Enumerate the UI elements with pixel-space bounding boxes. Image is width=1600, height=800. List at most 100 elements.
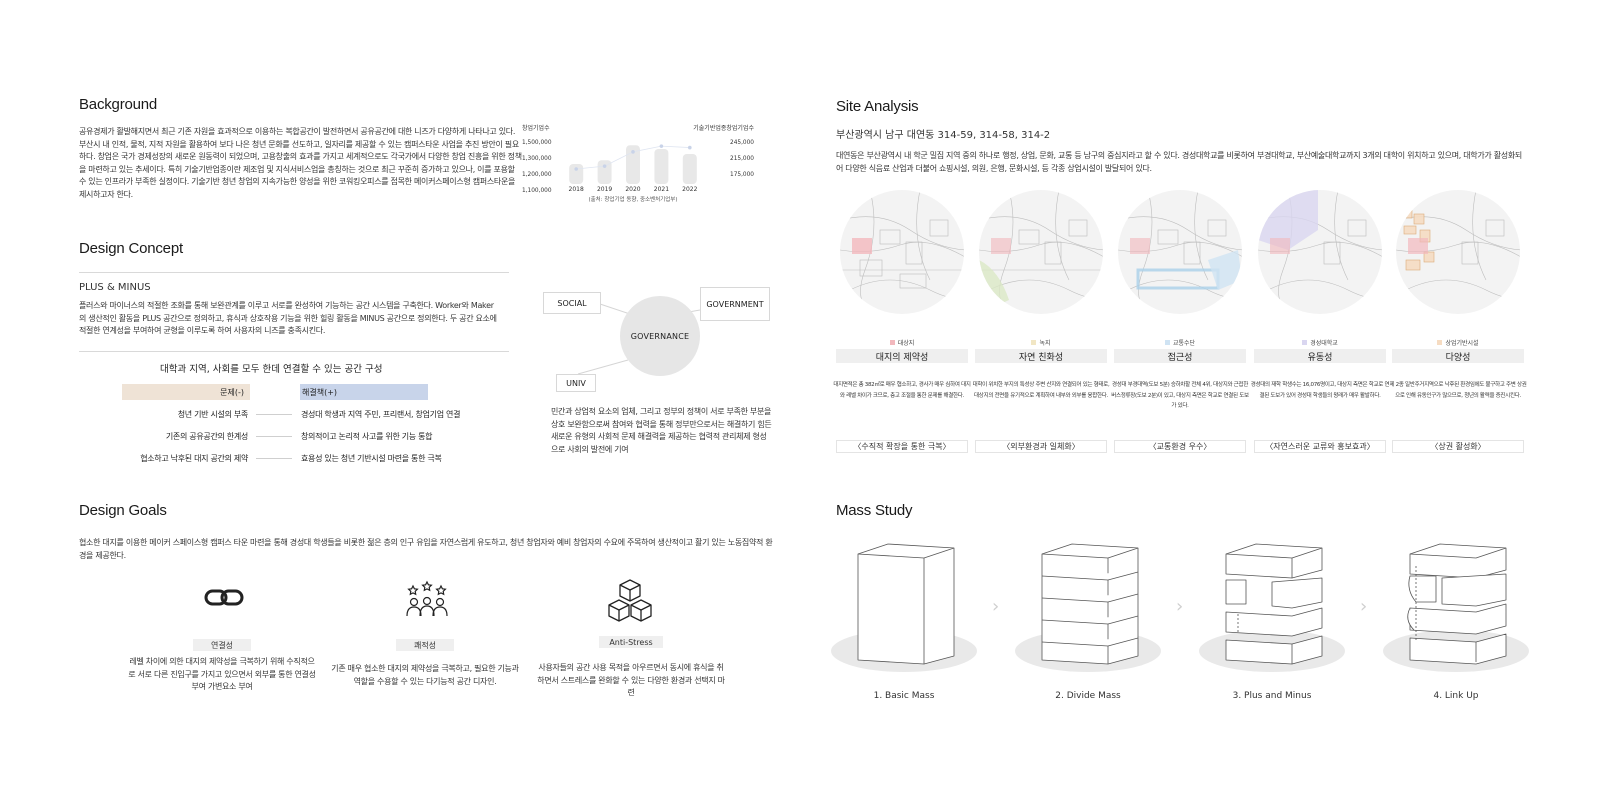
- site-conclusion-3: 〈교통환경 우수〉: [1114, 440, 1246, 453]
- problem-row-1: 청년 기반 시설의 부족: [177, 410, 249, 419]
- solution-header: 해결책(+): [300, 384, 428, 400]
- governance-government-box: GOVERNMENT: [700, 287, 770, 321]
- chart-right-tick: 245,000: [730, 140, 754, 146]
- site-title-bar-5: 다양성: [1392, 349, 1524, 363]
- legend-swatch-4: [1302, 340, 1308, 345]
- site-legend-3: 교통수단: [1118, 338, 1242, 347]
- cubes-icon: [608, 579, 652, 622]
- legend-label-5: 상업기반시설: [1445, 340, 1479, 347]
- mass-model-plusminus: [1225, 543, 1323, 665]
- chart-x-tick: 2018: [569, 186, 584, 193]
- chart-point: [659, 144, 664, 148]
- site-title-bar-4: 유동성: [1254, 349, 1386, 363]
- chevron-right-icon: ›: [992, 596, 1000, 617]
- site-desc-5: 제 2종 일반주거지역으로 낙후된 환경임에도 불구하고 주변 상권으로 인해 …: [1389, 382, 1527, 399]
- site-legend-4: 경성대학교: [1258, 338, 1382, 347]
- chart-source: (출처: 창업기업 동향, 중소벤처기업부): [588, 195, 677, 203]
- startup-chart: 창업기업수 기술기반업종창업기업수 1,500,000 1,300,000 1,200,…: [522, 122, 754, 208]
- site-map-2: [979, 190, 1103, 314]
- site-desc-3: 경성대 부경대역(도보 5분) 승하차할 전체 4위, 대상지와 근접한 버스정…: [1111, 382, 1249, 409]
- site-desc-2: 대학이 위치한 부지의 특성상 주변 산지와 연결되어 있는 형태로, 대상지의…: [972, 382, 1110, 399]
- chart-bar: [682, 154, 697, 184]
- concept-divider-bottom: [79, 351, 509, 352]
- people-stars-icon: [406, 580, 448, 617]
- chart-left-tick: 1,200,000: [522, 172, 552, 178]
- site-conclusion-1: 〈수직적 확장을 통한 극복〉: [836, 440, 968, 453]
- legend-swatch-3: [1164, 340, 1170, 345]
- site-conclusion-4: 〈자연스러운 교류와 홍보효과〉: [1254, 440, 1386, 453]
- site-map-svg-1: [840, 190, 964, 314]
- site-address: 부산광역시 남구 대연동 314-59, 314-58, 314-2: [836, 130, 1051, 141]
- site-title-bar-1: 대지의 제약성: [836, 349, 968, 363]
- chart-left-tick: 1,300,000: [522, 156, 552, 162]
- governance-circle: GOVERNANCE: [620, 296, 700, 376]
- goals-paragraph: 협소한 대지를 이용한 메이커 스페이스형 캠퍼스 타운 마련을 통해 경성대 …: [79, 538, 773, 560]
- legend-swatch-5: [1437, 340, 1443, 345]
- chart-x-tick: 2021: [654, 186, 669, 193]
- legend-swatch-1: [889, 340, 895, 345]
- chart-x-tick: 2022: [682, 186, 697, 193]
- problem-row-2: 기존의 공유공간의 한계성: [165, 432, 248, 441]
- site-title-bar-3: 접근성: [1114, 349, 1246, 363]
- background-paragraph: 공유경제가 활발해지면서 최근 기존 자원을 효과적으로 이용하는 복합공간이 …: [79, 127, 522, 199]
- chart-point: [602, 164, 607, 168]
- solution-row-2: 창의적이고 논리적 사고를 위한 기능 통합: [301, 432, 433, 441]
- site-conclusion-2: 〈외부환경과 일체화〉: [975, 440, 1107, 453]
- site-desc-1: 대지면적은 총 382㎡로 매우 협소하고, 경사가 매우 심하여 대지와 레벨…: [833, 382, 971, 399]
- goal-label-comfort: 쾌적성: [396, 639, 454, 651]
- site-map-svg-5: [1396, 190, 1520, 299]
- chain-link-icon: [204, 589, 244, 606]
- mass-model-linkup: [1407, 543, 1507, 665]
- site-map-1: [840, 190, 964, 314]
- chart-right-tick: 215,000: [730, 156, 754, 162]
- site-map-svg-2: [979, 190, 1103, 314]
- legend-label-4: 경성대학교: [1310, 340, 1338, 347]
- goals-title: Design Goals: [79, 502, 167, 519]
- governance-univ-box: UNIV: [556, 374, 596, 392]
- concept-divider-top: [79, 272, 509, 273]
- solution-row-1: 경성대 학생과 지역 주민, 프리랜서, 창업기업 연결: [301, 410, 461, 419]
- legend-label-1: 대상지: [897, 340, 915, 347]
- mass-step-3: 3. Plus and Minus: [1232, 691, 1312, 701]
- mass-model-basic: [857, 543, 955, 665]
- site-map-5: [1396, 190, 1520, 314]
- site-map-svg-4: [1258, 190, 1382, 314]
- chart-right-label: 기술기반업종창업기업수: [693, 124, 754, 132]
- chart-right-tick: 175,000: [730, 172, 754, 178]
- goal-desc-antistress: 사용자들의 공간 사용 목적을 아우르면서 동시에 휴식을 취하면서 스트레스를…: [537, 663, 725, 697]
- mass-step-2: 2. Divide Mass: [1055, 691, 1121, 701]
- legend-label-2: 녹지: [1039, 340, 1051, 347]
- concept-table-title: 대학과 지역, 사회를 모두 한데 연결할 수 있는 공간 구성: [160, 364, 383, 375]
- chart-x-tick: 2020: [625, 186, 640, 193]
- site-legend-2: 녹지: [979, 338, 1103, 347]
- chart-point: [574, 167, 578, 171]
- chart-left-tick: 1,100,000: [522, 188, 552, 194]
- legend-swatch-2: [1031, 340, 1037, 345]
- chart-bar: [626, 145, 640, 184]
- site-title: Site Analysis: [836, 98, 919, 115]
- chart-point: [688, 145, 692, 150]
- site-paragraph: 대연동은 부산광역시 내 학군 밀집 지역 중의 하나로 행정, 상업, 문화,…: [836, 151, 1522, 173]
- site-conclusion-5: 〈상권 활성화〉: [1392, 440, 1524, 453]
- concept-title: Design Concept: [79, 240, 183, 257]
- goal-desc-comfort: 기존 매우 협소한 대지의 제약성을 극복하고, 필요한 기능과 역할을 수용할…: [331, 664, 519, 686]
- site-map-4: [1258, 190, 1382, 314]
- solution-row-3: 효용성 있는 청년 기반시설 마련을 통한 극복: [301, 454, 442, 463]
- site-map-svg-3: [1118, 190, 1242, 314]
- governance-paragraph: 민간과 상업적 요소의 업체, 그리고 정부의 정책이 서로 부족한 부분을 상…: [551, 407, 772, 454]
- chart-bar: [654, 149, 669, 184]
- chart-left-label: 창업기업수: [522, 124, 550, 132]
- concept-paragraph: 플러스와 마이너스의 적절한 조화를 통해 보완관계를 이루고 서로를 완성하여…: [79, 301, 497, 335]
- chart-bar: [569, 164, 584, 184]
- background-title: Background: [79, 96, 158, 113]
- site-title-bar-2: 자연 친화성: [975, 349, 1107, 363]
- chart-x-tick: 2019: [597, 186, 612, 193]
- legend-label-3: 교통수단: [1172, 340, 1196, 347]
- row-connector-1: [256, 414, 292, 415]
- site-legend-1: 대상지: [840, 338, 964, 347]
- mass-model-divide: [1041, 543, 1139, 665]
- chart-left-tick: 1,500,000: [522, 140, 552, 146]
- governance-social-box: SOCIAL: [543, 292, 601, 314]
- startup-chart-svg: 창업기업수 기술기반업종창업기업수 1,500,000 1,300,000 1,200,…: [522, 124, 754, 203]
- mass-step-4: 4. Link Up: [1433, 691, 1479, 701]
